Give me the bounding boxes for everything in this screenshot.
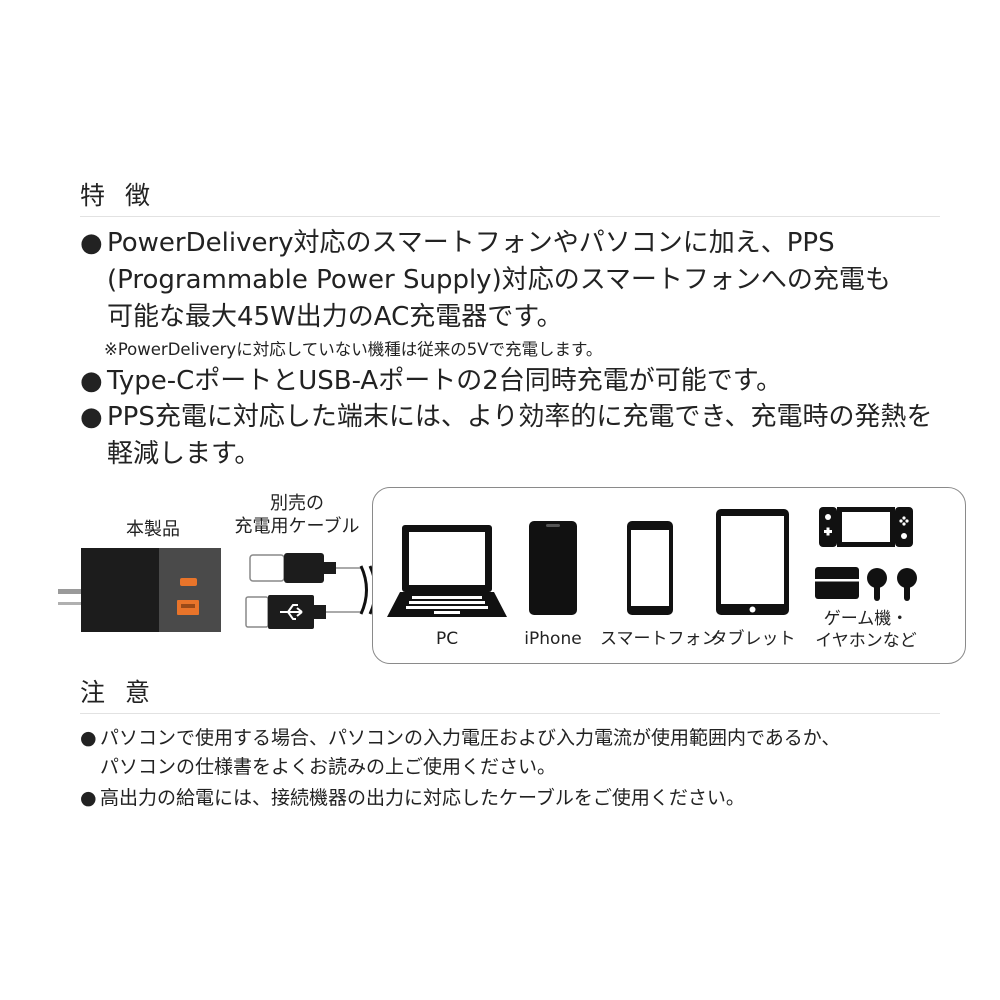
caution-item-2-line-1: 高出力の給電には、接続機器の出力に対応したケーブルをご使用ください。 — [100, 787, 745, 809]
iphone-icon — [529, 521, 577, 615]
tablet-icon — [716, 509, 789, 615]
cables-illustration — [245, 553, 363, 629]
device-label-smartphone: スマートフォン — [600, 629, 719, 649]
usb-c-port-icon — [180, 578, 197, 586]
feature-item-3: ●PPS充電に対応した端末には、より効率的に充電でき、充電時の発熱を 軽減します… — [80, 399, 950, 473]
caution-item-1-line-2: パソコンの仕様書をよくお読みの上ご使用ください。 — [100, 756, 557, 778]
feature-item-1-line-3: 可能な最大45W出力のAC充電器です。 — [107, 302, 563, 332]
feature-item-2: ●Type-CポートとUSB-Aポートの2台同時充電が可能です。 — [80, 363, 950, 400]
charger-body — [81, 548, 165, 632]
bullet: ● — [80, 366, 103, 396]
device-label-iphone: iPhone — [524, 629, 582, 649]
charger-face — [159, 548, 221, 632]
usb-c-cable-icon — [249, 553, 363, 583]
earphone-case-icon — [815, 567, 859, 599]
feature-item-1-line-2: (Programmable Power Supply)対応のスマートフォンへの充… — [107, 265, 891, 295]
charger-prong-icon — [58, 589, 82, 594]
caution-item-1-line-1: パソコンで使用する場合、パソコンの入力電圧および入力電流が使用範囲内であるか、 — [100, 727, 841, 749]
device-label-game: ゲーム機・ イヤホンなど — [805, 608, 927, 652]
bullet: ● — [80, 727, 97, 749]
caution-heading: 注 意 — [80, 678, 156, 707]
feature-item-1: ●PowerDelivery対応のスマートフォンやパソコンに加え、PPS (Pr… — [80, 225, 950, 336]
cable-label-line-2: 充電用ケーブル — [234, 516, 360, 537]
earbuds-icon — [867, 568, 917, 601]
product-label: 本製品 — [126, 519, 180, 540]
bullet: ● — [80, 402, 103, 432]
charger-prong-icon — [58, 602, 82, 605]
bullet: ● — [80, 787, 97, 809]
smartphone-icon — [627, 521, 673, 615]
features-heading: 特 徴 — [80, 181, 156, 210]
feature-note: ※PowerDeliveryに対応していない機種は従来の5Vで充電します。 — [104, 340, 603, 359]
device-label-pc: PC — [435, 629, 459, 649]
feature-item-1-line-1: PowerDelivery対応のスマートフォンやパソコンに加え、PPS — [107, 228, 835, 258]
feature-item-3-line-1: PPS充電に対応した端末には、より効率的に充電でき、充電時の発熱を — [107, 402, 933, 432]
caution-item-2: ●高出力の給電には、接続機器の出力に対応したケーブルをご使用ください。 — [80, 784, 745, 813]
caution-item-1: ●パソコンで使用する場合、パソコンの入力電圧および入力電流が使用範囲内であるか、… — [80, 724, 840, 782]
device-label-tablet: タブレット — [710, 629, 796, 649]
feature-item-2-line-1: Type-CポートとUSB-Aポートの2台同時充電が可能です。 — [107, 366, 783, 396]
charger-illustration — [58, 548, 221, 632]
usb-a-cable-icon — [245, 595, 363, 629]
bullet: ● — [80, 228, 103, 258]
cable-label: 別売の 充電用ケーブル — [222, 492, 372, 538]
device-label-game-line-2: イヤホンなど — [815, 631, 917, 651]
laptop-icon — [387, 525, 507, 617]
feature-item-3-line-2: 軽減します。 — [107, 439, 261, 469]
device-label-game-line-1: ゲーム機・ — [823, 609, 909, 629]
features-divider — [80, 216, 940, 217]
game-console-icon — [819, 507, 913, 547]
cable-label-line-1: 別売の — [270, 493, 324, 514]
caution-divider — [80, 713, 940, 714]
